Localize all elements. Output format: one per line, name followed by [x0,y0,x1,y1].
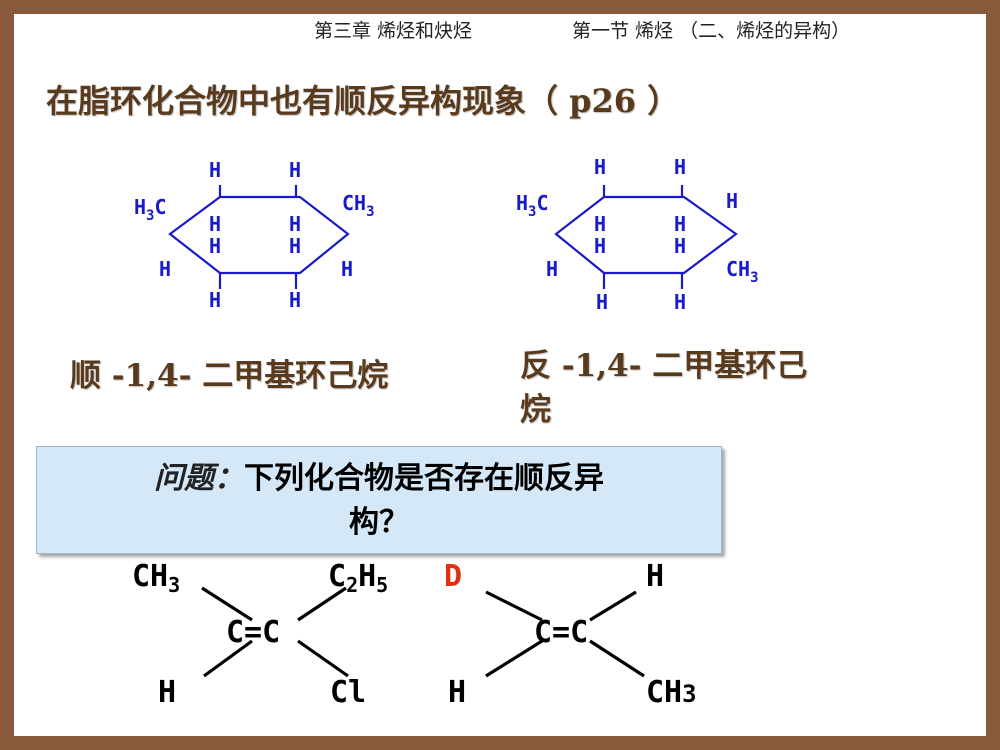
cis-h-inner-3: H [209,234,221,258]
alkene2-bottom-right: CH3 [646,675,697,710]
cis-h-right: H [341,257,353,281]
cis-ring: H3C CH3 H H H H H H H H H H [134,158,375,312]
alkene1-top-right: C2H5 [328,559,388,597]
alkene1-center: C=C [226,615,280,650]
slide-title: 在脂环化合物中也有顺反异构现象（ p26 ） [46,82,680,120]
alkene2-top-right: H [646,559,664,594]
alkene2-center: C=C [534,615,588,650]
cis-h-inner-1: H [209,212,221,236]
cis-h-bottom-2: H [289,288,301,312]
trans-h-right: H [726,189,738,213]
question-text-2: 构？ [349,505,409,540]
alkene-structures: CH3 C2H5 C=C H Cl D H C=C H CH3 [132,559,697,710]
trans-ch3-label: CH3 [726,257,759,286]
cis-h-top-2: H [289,158,301,182]
trans-h-left: H [546,257,558,281]
trans-h-inner-4: H [674,234,686,258]
cis-ch3-label: CH3 [342,191,375,220]
trans-h-top-2: H [674,155,686,179]
cyclohexane-structures: H3C CH3 H H H H H H H H H H H3C CH3 H [132,155,759,710]
cis-h-inner-4: H [289,234,301,258]
trans-h-bottom-1: H [596,290,608,314]
trans-caption-line-1: 反 -1,4- 二甲基环己 [520,348,808,384]
trans-h3c-label: H3C [516,191,549,220]
cis-caption: 顺 -1,4- 二甲基环己烷 [70,358,389,394]
alkene1-bottom-right: Cl [330,675,366,710]
question-text-1: 下列化合物是否存在顺反异 [244,461,604,496]
question-line-1: 问题：下列化合物是否存在顺反异 [37,457,721,501]
slide: 第三章 烯烃和炔烃 第一节 烯烃 （二、烯烃的异构） 在脂环化合物中也有顺反异构… [14,14,986,736]
cis-h-bottom-1: H [209,288,221,312]
alkene2-bottom-left: H [448,675,466,710]
cis-h-inner-2: H [289,212,301,236]
trans-h-top-1: H [594,155,606,179]
question-label: 问题： [154,461,244,496]
alkene1-bottom-left: H [158,675,176,710]
trans-caption-line-2: 烷 [520,392,551,428]
trans-h-bottom-2: H [674,290,686,314]
chapter-label: 第三章 烯烃和炔烃 [314,20,473,42]
trans-h-inner-2: H [674,212,686,236]
trans-h-inner-3: H [594,234,606,258]
slide-header: 第三章 烯烃和炔烃 第一节 烯烃 （二、烯烃的异构） [314,16,986,44]
question-box: 问题：下列化合物是否存在顺反异 构？ [36,446,722,554]
cis-h-top-1: H [209,158,221,182]
section-label: 第一节 烯烃 （二、烯烃的异构） [572,20,851,42]
trans-ring: H3C CH3 H H H H H H H H H H [516,155,759,314]
cis-h-left: H [159,257,171,281]
alkene1-top-left: CH3 [132,559,180,597]
alkene2-top-left: D [444,559,462,594]
trans-h-inner-1: H [594,212,606,236]
cis-h3c-label: H3C [134,195,167,224]
